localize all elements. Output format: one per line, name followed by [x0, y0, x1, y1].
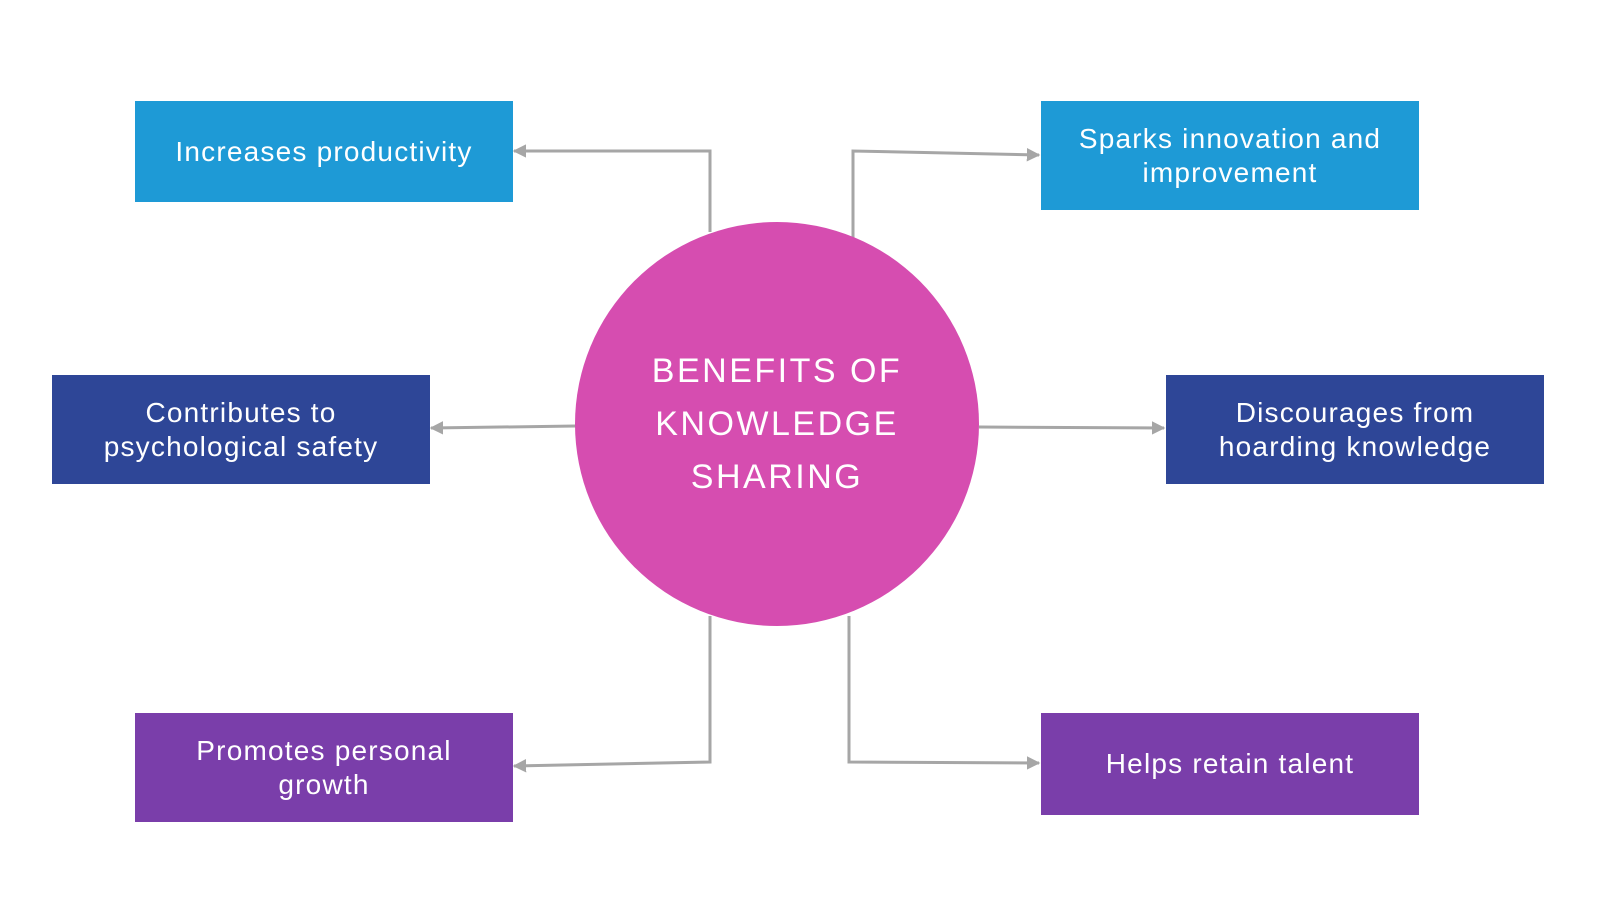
center-topic-line-1: BENEFITS OF: [651, 351, 903, 390]
benefit-psychological-safety: Contributes to psychological safety: [52, 375, 430, 484]
connector-retain-talent: [847, 616, 1041, 770]
connector-hoarding-knowledge: [978, 421, 1166, 435]
benefit-increases-productivity: Increases productivity: [135, 101, 513, 202]
connector-personal-growth: [512, 616, 712, 773]
benefit-label-line: improvement: [1142, 156, 1318, 188]
connector-increases-productivity: [512, 144, 712, 232]
benefit-label-line: Sparks innovation and: [1078, 122, 1382, 154]
benefit-label-line: Helps retain talent: [1105, 748, 1355, 779]
benefit-label-line: Discourages from: [1235, 396, 1475, 428]
benefit-label-line: growth: [278, 768, 370, 800]
connector-psychological-safety: [429, 421, 577, 435]
benefit-retain-talent: Helps retain talent: [1041, 713, 1419, 815]
benefit-personal-growth: Promotes personal growth: [135, 713, 513, 822]
benefit-hoarding-knowledge: Discourages from hoarding knowledge: [1166, 375, 1544, 484]
benefit-label-line: hoarding knowledge: [1218, 430, 1492, 462]
benefit-label-line: psychological safety: [103, 430, 379, 462]
benefit-label-line: Increases productivity: [175, 135, 473, 167]
center-topic-circle: BENEFITS OF KNOWLEDGE SHARING: [575, 222, 979, 626]
connector-sparks-innovation: [851, 147, 1041, 238]
center-topic-line-3: SHARING: [690, 457, 864, 496]
center-topic-line-2: KNOWLEDGE: [655, 404, 899, 443]
benefit-label-line: Contributes to: [145, 396, 337, 428]
benefit-sparks-innovation: Sparks innovation and improvement: [1041, 101, 1419, 210]
benefit-label-line: Promotes personal: [196, 734, 452, 766]
